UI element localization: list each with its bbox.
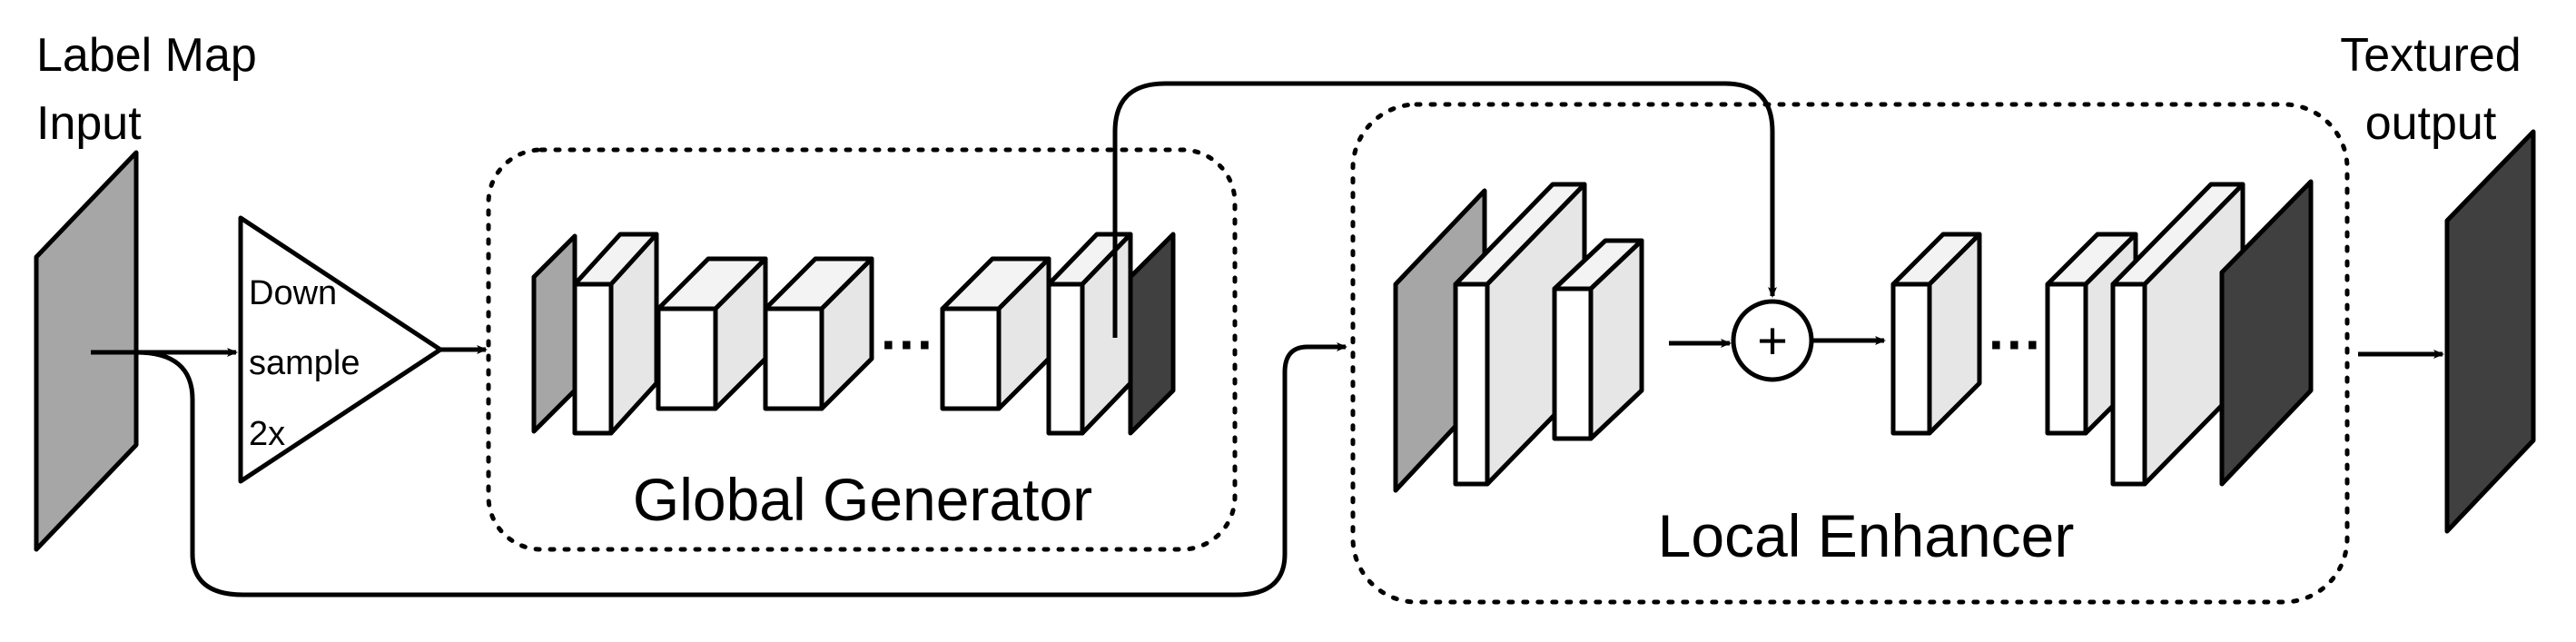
local-enhancer-label: Local Enhancer xyxy=(1658,502,2075,569)
output-label-line2: output xyxy=(2365,97,2497,150)
input-label-map xyxy=(34,150,139,552)
downsample-label-line1: Down xyxy=(249,274,337,312)
arrow-global-to-sum xyxy=(1112,81,1777,338)
downsample-block xyxy=(238,215,443,484)
local-enhancer-frame xyxy=(1350,102,2350,605)
global-block-1 xyxy=(572,232,659,436)
global-block-5 xyxy=(1046,232,1133,436)
global-block-4 xyxy=(940,256,1051,411)
input-label-line2: Input xyxy=(36,97,142,150)
downsample-label-line2: sample xyxy=(249,344,360,382)
global-generator-frame xyxy=(486,147,1238,552)
local-output-slab xyxy=(2219,179,2314,487)
input-label-line1: Label Map xyxy=(36,29,257,82)
output-label-line1: Textured xyxy=(2340,29,2521,82)
global-generator-label: Global Generator xyxy=(633,466,1092,533)
plus-symbol: + xyxy=(1757,311,1788,370)
global-ellipsis: ··· xyxy=(881,314,935,375)
skip-connection-input-to-local xyxy=(135,342,1347,598)
sum-node xyxy=(1731,299,1814,382)
downsample-label-line3: 2x xyxy=(249,415,285,453)
local-block-2 xyxy=(1552,238,1644,441)
global-input-slab xyxy=(531,233,577,434)
global-block-2 xyxy=(656,256,768,411)
textured-output-slab xyxy=(2444,129,2536,534)
local-block-3 xyxy=(1890,232,1982,436)
global-block-3 xyxy=(763,256,874,411)
local-ellipsis: ··· xyxy=(1989,314,2043,375)
global-output-slab xyxy=(1128,232,1176,436)
